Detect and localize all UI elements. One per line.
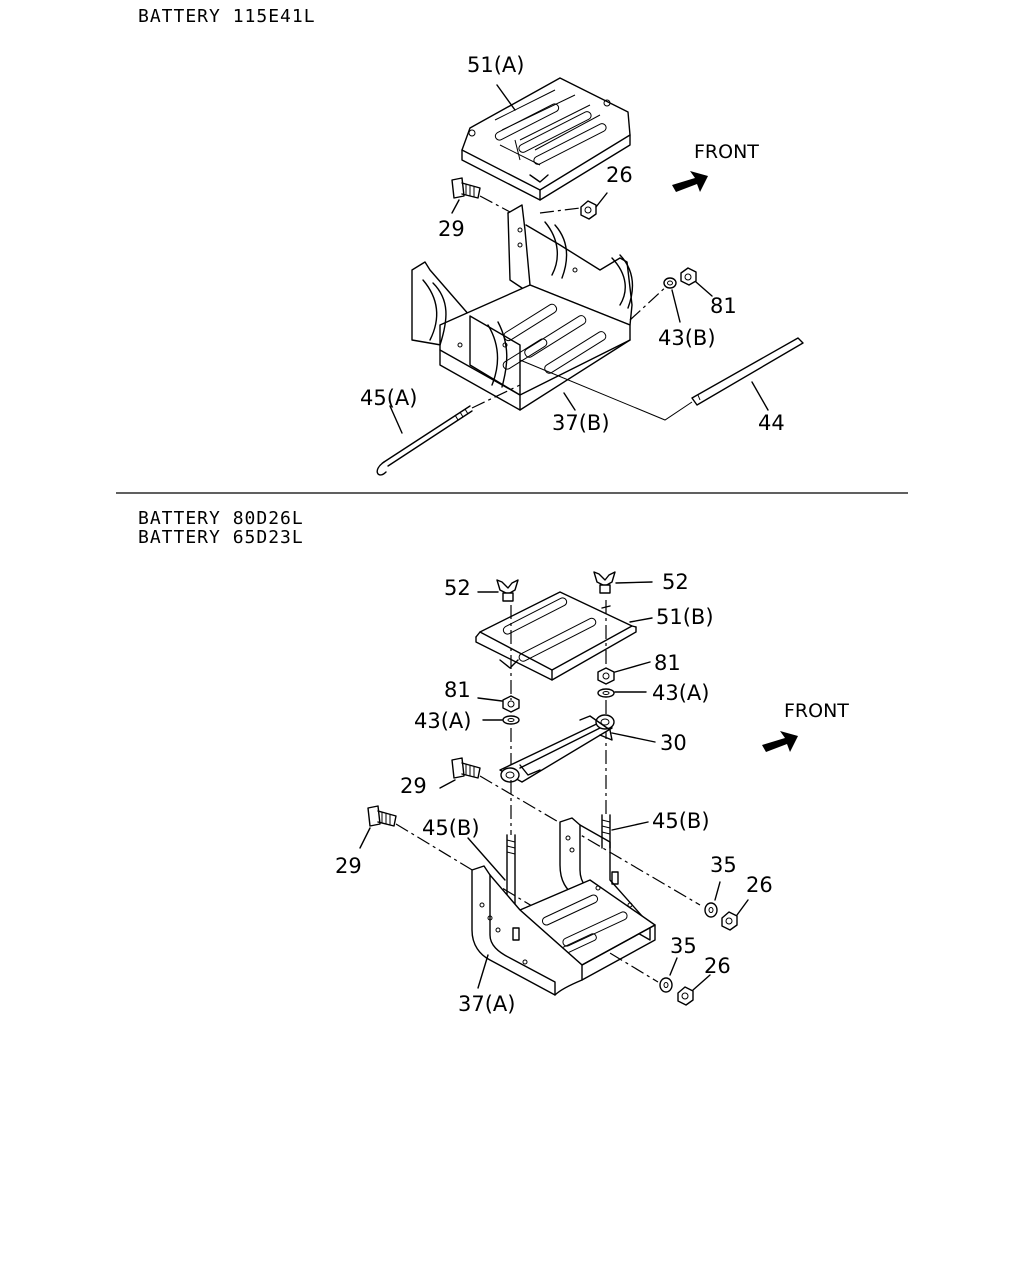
- leader-26-lower: [692, 974, 711, 991]
- label-26-upper: 26: [746, 873, 773, 897]
- bolt-29-lower: [367, 805, 397, 827]
- centerline-45a: [471, 384, 521, 409]
- section2-header-1: BATTERY 80D26L: [138, 508, 304, 529]
- washer-35-lower: [659, 977, 673, 993]
- leader-44: [751, 381, 769, 411]
- label-37a: 37(A): [458, 992, 515, 1016]
- centerline-26-s1: [539, 207, 581, 214]
- label-43a-right: 43(A): [652, 681, 709, 705]
- leader-51a: [496, 84, 516, 111]
- label-81-s1: 81: [710, 294, 737, 318]
- leader-45b-left: [467, 837, 506, 881]
- leader-30: [611, 732, 656, 743]
- label-29-s1: 29: [438, 217, 465, 241]
- front-label-2: FRONT: [784, 700, 849, 722]
- front-arrow-icon-1: [672, 171, 708, 192]
- label-43b: 43(B): [658, 326, 716, 350]
- leader-35-lower: [669, 957, 678, 976]
- clamp-bar-30: [499, 714, 615, 783]
- wing-nut-52-left: [496, 579, 519, 602]
- leader-29-lower: [359, 827, 371, 849]
- front-arrow-icon-2: [762, 731, 798, 752]
- label-81-left: 81: [444, 678, 471, 702]
- battery-cover-51b: [475, 591, 637, 681]
- battery-cover-51a: [461, 77, 631, 201]
- centerline-29-s1: [479, 195, 513, 214]
- washer-35-upper: [704, 902, 718, 918]
- leader-81-left: [477, 697, 503, 702]
- rod-44: [691, 337, 804, 406]
- bolt-29-s1: [451, 177, 481, 199]
- wing-nut-52-right: [593, 571, 616, 594]
- leader-26-s1: [595, 192, 608, 208]
- nut-81-s1: [680, 267, 697, 286]
- leader-51b: [629, 617, 653, 623]
- leader-29-upper: [439, 779, 456, 789]
- leader-52-right: [615, 581, 653, 584]
- j-bolt-45b-right: [601, 814, 611, 849]
- label-29-lower: 29: [335, 854, 362, 878]
- label-29-upper: 29: [400, 774, 427, 798]
- leader-45b-right: [611, 821, 649, 831]
- leader-44-line: [519, 359, 693, 421]
- leader-37b: [563, 392, 576, 411]
- label-52-left: 52: [444, 576, 471, 600]
- bolt-29-upper: [451, 757, 481, 779]
- label-45b-left: 45(B): [422, 816, 480, 840]
- nut-26-s1: [580, 200, 597, 220]
- label-35-upper: 35: [710, 853, 737, 877]
- nut-81-right: [597, 667, 615, 685]
- centerline-43b: [629, 284, 669, 321]
- label-81-right: 81: [654, 651, 681, 675]
- section1-header: BATTERY 115E41L: [138, 6, 316, 27]
- battery-tray-37b: [411, 204, 634, 411]
- label-26-lower: 26: [704, 954, 731, 978]
- leader-45a: [389, 405, 403, 434]
- hook-rod-45a: [376, 405, 473, 476]
- label-45a: 45(A): [360, 386, 417, 410]
- leader-29-s1: [451, 199, 460, 214]
- leader-81-s1: [695, 281, 713, 297]
- leader-81-right: [614, 661, 651, 673]
- washer-43a-right: [597, 688, 615, 698]
- label-51b: 51(B): [656, 605, 714, 629]
- washer-43a-left: [502, 715, 520, 725]
- nut-26-lower: [677, 986, 694, 1006]
- label-44: 44: [758, 411, 785, 435]
- label-26-s1: 26: [606, 163, 633, 187]
- centerline-29-upper: [479, 775, 701, 906]
- leader-43b: [671, 289, 681, 323]
- washer-43b: [663, 277, 677, 289]
- front-label-1: FRONT: [694, 141, 759, 163]
- leader-26-upper: [736, 899, 749, 916]
- nut-26-upper: [721, 911, 738, 931]
- leader-37a: [477, 954, 489, 989]
- label-51a: 51(A): [467, 53, 524, 77]
- battery-tray-37a: [471, 817, 656, 996]
- label-52-right: 52: [662, 570, 689, 594]
- label-35-lower: 35: [670, 934, 697, 958]
- label-37b: 37(B): [552, 411, 610, 435]
- centerline-29-lower: [395, 823, 659, 983]
- nut-81-left: [502, 695, 520, 713]
- label-45b-right: 45(B): [652, 809, 710, 833]
- leader-35-upper: [714, 881, 721, 901]
- section2-header-2: BATTERY 65D23L: [138, 527, 304, 548]
- label-30: 30: [660, 731, 687, 755]
- label-43a-left: 43(A): [414, 709, 471, 733]
